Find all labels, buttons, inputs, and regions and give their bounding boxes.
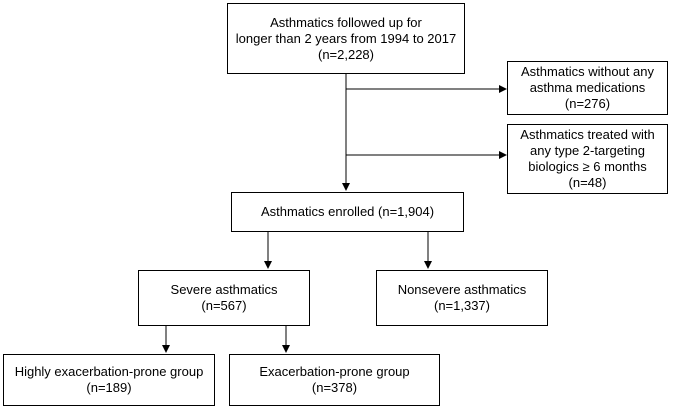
node-biologics: Asthmatics treated with any type 2-targe… — [507, 124, 668, 194]
node-no-medication: Asthmatics without any asthma medication… — [507, 61, 668, 115]
node-biologics-line-4: (n=48) — [568, 175, 607, 190]
node-severe-line-1: Severe asthmatics — [170, 282, 278, 297]
node-followed-up-line-2: longer than 2 years from 1994 to 2017 — [235, 30, 457, 46]
node-highly-prone-line-2: (n=189) — [86, 380, 132, 395]
node-severe-line-2: (n=567) — [201, 298, 247, 313]
node-no-medication-line-2: asthma medications — [529, 80, 646, 95]
node-enrolled: Asthmatics enrolled (n=1,904) — [231, 192, 464, 232]
node-followed-up-line-1: Asthmatics followed up for — [270, 14, 422, 30]
node-nonsevere-line-1: Nonsevere asthmatics — [397, 282, 527, 297]
node-biologics-line-2: any type 2-targeting — [530, 143, 645, 158]
node-prone: Exacerbation-prone group (n=378) — [229, 354, 440, 406]
node-prone-line-2: (n=378) — [311, 380, 358, 395]
node-no-medication-line-1: Asthmatics without any — [521, 64, 654, 79]
node-biologics-line-1: Asthmatics treated with — [520, 127, 655, 142]
node-enrolled-line-1: Asthmatics enrolled (n=1,904) — [260, 204, 435, 219]
node-highly-prone: Highly exacerbation-prone group (n=189) — [3, 354, 215, 406]
node-nonsevere: Nonsevere asthmatics (n=1,337) — [376, 270, 548, 326]
node-biologics-line-3: biologics ≥ 6 months — [528, 159, 647, 174]
node-followed-up-line-3: (n=2,228) — [317, 46, 374, 62]
node-nonsevere-line-2: (n=1,337) — [433, 298, 490, 313]
node-severe: Severe asthmatics (n=567) — [138, 270, 310, 326]
node-followed-up: Asthmatics followed up for longer than 2… — [227, 3, 465, 74]
node-highly-prone-line-1: Highly exacerbation-prone group — [14, 364, 204, 379]
node-prone-line-1: Exacerbation-prone group — [259, 364, 410, 379]
node-no-medication-line-3: (n=276) — [564, 96, 611, 111]
